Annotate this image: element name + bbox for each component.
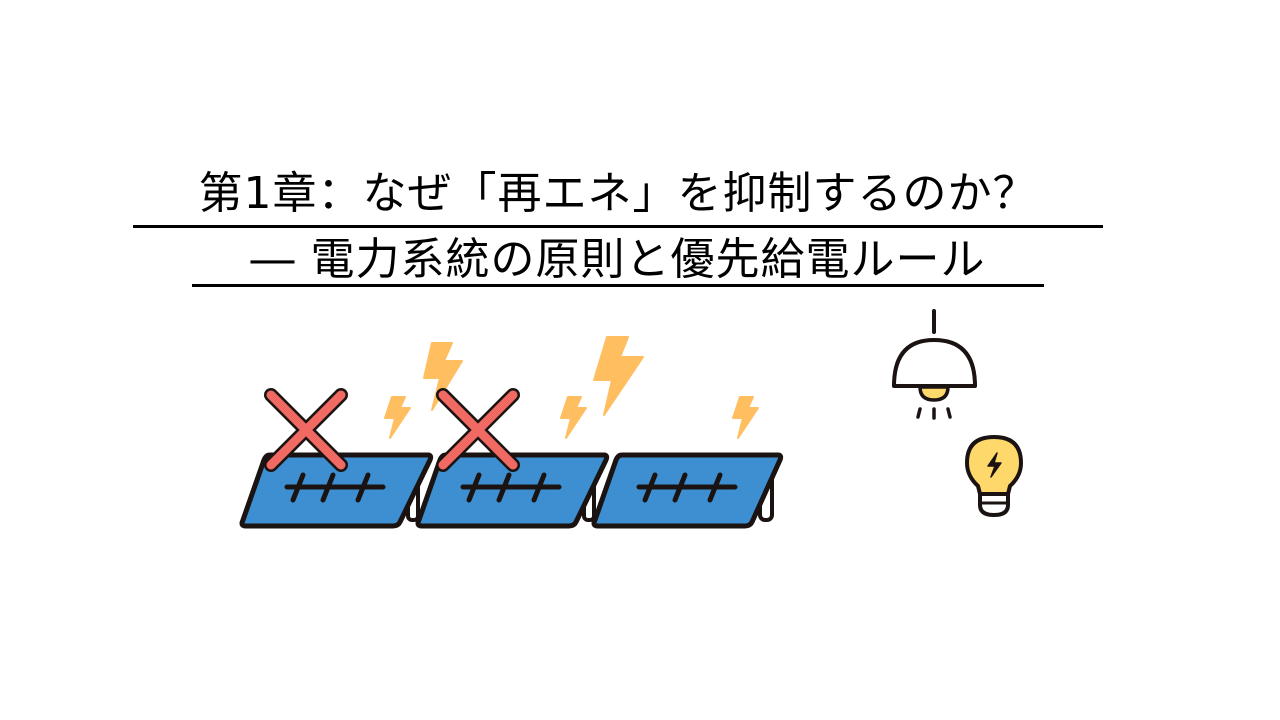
red-x-icon [264, 388, 348, 472]
title-underline-1 [133, 225, 1103, 228]
solar-panels-illustration [239, 336, 784, 529]
title-line-1: 第1章：なぜ「再エネ」を抑制するのか？ [133, 168, 1103, 228]
title-text-1: 第1章：なぜ「再エネ」を抑制するのか？ [198, 168, 1038, 219]
red-x-icon [436, 388, 520, 472]
lightning-bolt-icon [384, 336, 759, 439]
solar-panel-icon [591, 452, 784, 529]
title-underline-2 [192, 284, 1044, 287]
title-line-2: ― 電力系統の原則と優先給電ルール [192, 234, 1044, 287]
pendant-lamp-icon [892, 309, 977, 420]
lamp-illustration [892, 309, 1023, 517]
solar-panel-icon [415, 452, 610, 529]
light-bulb-icon [965, 435, 1023, 517]
title-text-2: ― 電力系統の原則と優先給電ルール [250, 234, 986, 285]
solar-panel-icon [239, 452, 434, 529]
